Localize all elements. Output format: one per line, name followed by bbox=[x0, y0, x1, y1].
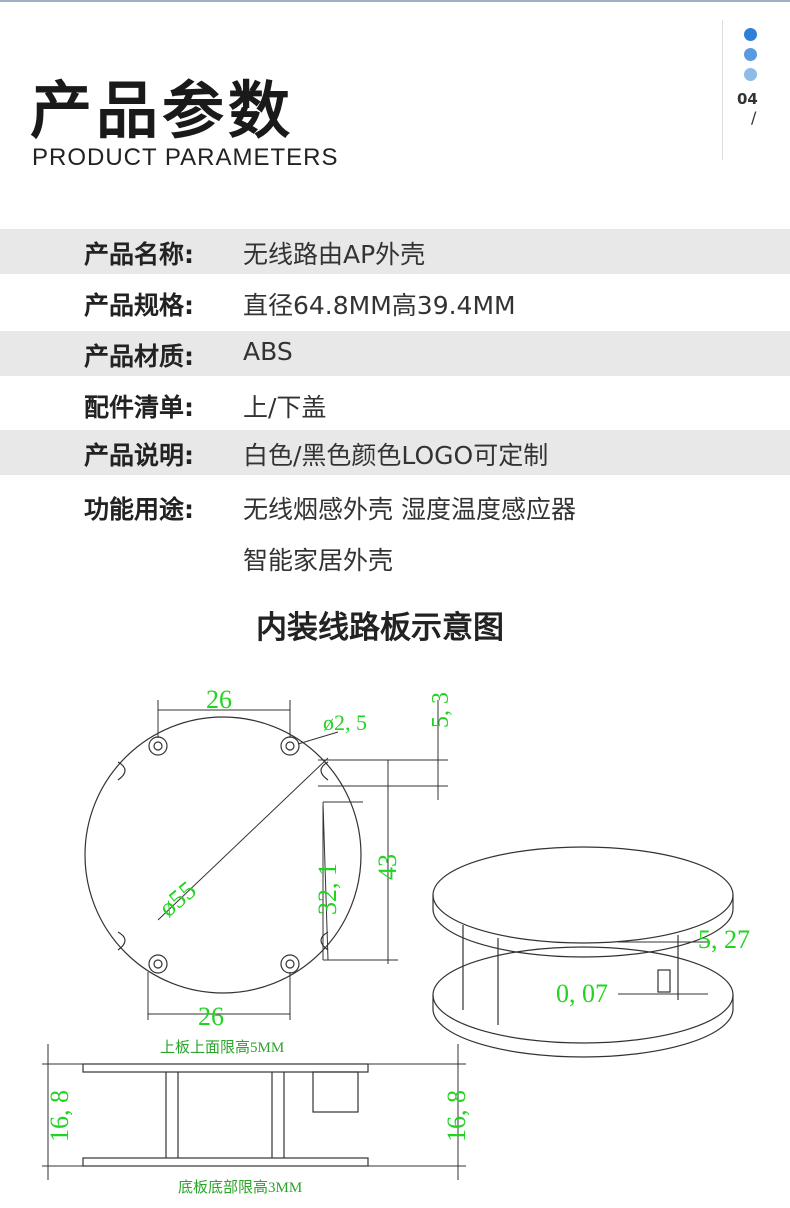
side-component bbox=[312, 1071, 359, 1113]
param-row-material: 产品材质: ABS bbox=[0, 331, 790, 376]
param-label: 产品材质: bbox=[84, 342, 194, 371]
param-label: 产品说明: bbox=[84, 441, 194, 470]
dim-height-right: 16, 8 bbox=[442, 1090, 471, 1142]
mount-hole-tr bbox=[280, 736, 300, 756]
dim-step-5-27: 5, 27 bbox=[698, 925, 750, 954]
board-outline-circle bbox=[84, 716, 362, 994]
side-bottom-board bbox=[82, 1157, 369, 1167]
page-number: 04 bbox=[737, 90, 758, 108]
indicator-dot-3 bbox=[744, 68, 757, 81]
note-top-height-limit: 上板上面限高5MM bbox=[160, 1038, 284, 1056]
param-label: 产品规格: bbox=[84, 291, 194, 320]
diameter-line bbox=[157, 757, 329, 921]
param-value: 直径64.8MM高39.4MM bbox=[243, 291, 516, 320]
param-row-accessories: 配件清单: 上/下盖 bbox=[0, 382, 790, 427]
param-row-usage: 功能用途: 无线烟感外壳 湿度温度感应器 智能家居外壳 bbox=[0, 484, 790, 584]
page-number-slash: / bbox=[751, 108, 757, 127]
param-value-line2: 智能家居外壳 bbox=[243, 546, 394, 575]
side-top-board bbox=[82, 1063, 369, 1073]
param-row-name: 产品名称: 无线路由AP外壳 bbox=[0, 229, 790, 274]
param-value: 白色/黑色颜色LOGO可定制 bbox=[243, 441, 549, 470]
3d-top-board bbox=[432, 846, 734, 944]
dim-outer-43: 43 bbox=[373, 854, 402, 880]
param-row-description: 产品说明: 白色/黑色颜色LOGO可定制 bbox=[0, 430, 790, 475]
dim-step-0-07: 0, 07 bbox=[556, 979, 608, 1008]
indicator-dot-1 bbox=[744, 28, 757, 41]
dim-right-top: 5, 3 bbox=[428, 692, 454, 728]
param-row-spec: 产品规格: 直径64.8MM高39.4MM bbox=[0, 280, 790, 325]
param-label: 配件清单: bbox=[84, 393, 194, 422]
pcb-dimension-drawing: 26 ø2, 5 5, 3 ø55 32, 1 43 26 5, 27 0, 0… bbox=[18, 680, 770, 1204]
param-value: 无线路由AP外壳 bbox=[243, 240, 426, 269]
param-label: 产品名称: bbox=[84, 240, 194, 269]
mount-hole-br bbox=[280, 954, 300, 974]
page-title: 产品参数 bbox=[30, 74, 295, 147]
dim-inner-32-1: 32, 1 bbox=[313, 863, 342, 915]
page-subtitle-en: PRODUCT PARAMETERS bbox=[32, 144, 339, 171]
dim-diameter-55: ø55 bbox=[153, 875, 202, 922]
pcb-drawing-svg: 26 ø2, 5 5, 3 ø55 32, 1 43 26 5, 27 0, 0… bbox=[42, 685, 750, 1196]
param-value: ABS bbox=[243, 337, 293, 366]
param-value: 无线烟感外壳 湿度温度感应器 bbox=[243, 495, 576, 524]
indicator-dot-2 bbox=[744, 48, 757, 61]
note-bottom-height-limit: 底板底部限高3MM bbox=[178, 1178, 302, 1196]
dim-top-26: 26 bbox=[206, 685, 232, 714]
page-indicator-dots bbox=[744, 28, 757, 88]
mount-hole-bl bbox=[148, 954, 168, 974]
mount-hole-tl bbox=[148, 736, 168, 756]
dim-height-left: 16, 8 bbox=[45, 1090, 74, 1142]
param-value: 上/下盖 bbox=[243, 393, 327, 422]
dim-hole-diameter: ø2, 5 bbox=[323, 710, 367, 735]
header-divider-line bbox=[722, 20, 723, 160]
top-divider bbox=[0, 0, 790, 2]
diagram-title: 内装线路板示意图 bbox=[256, 610, 504, 646]
param-label: 功能用途: bbox=[84, 495, 194, 524]
dim-bottom-26: 26 bbox=[198, 1002, 224, 1031]
